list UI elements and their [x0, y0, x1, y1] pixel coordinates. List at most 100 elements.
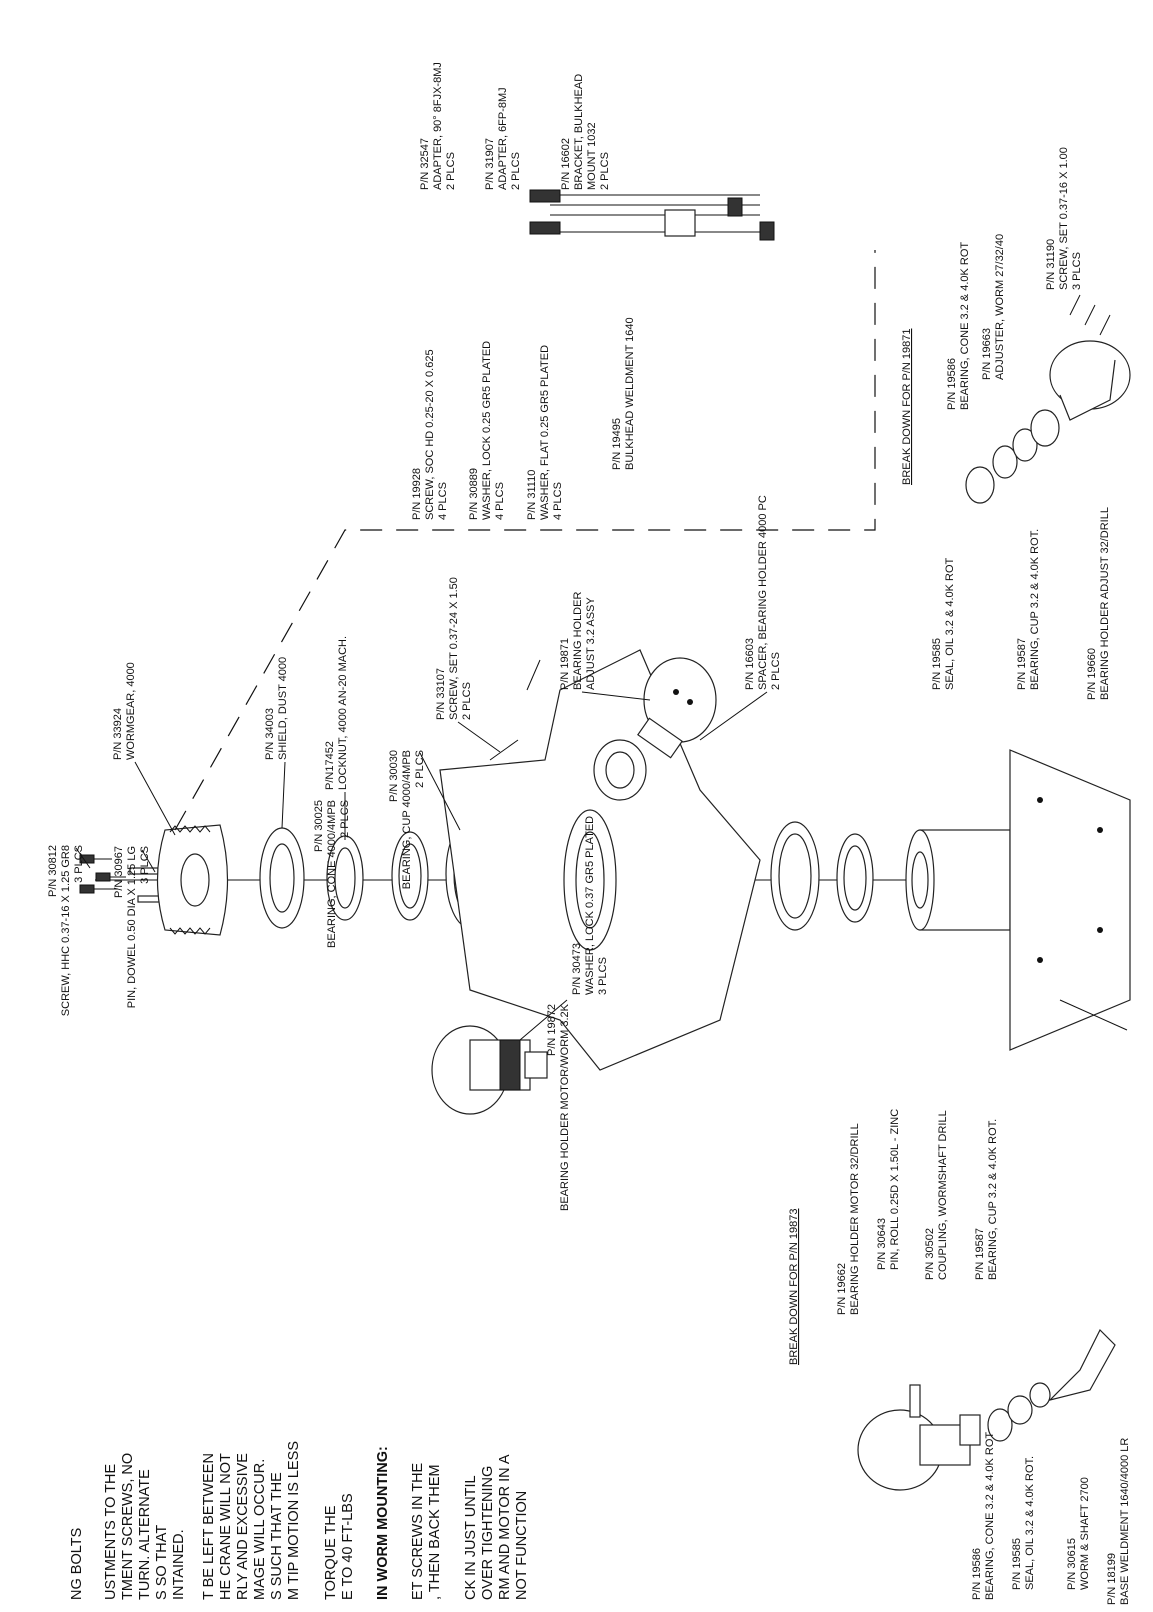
label-bh-adjust-assy: P/N 19871 BEARING HOLDER ADJUST 3.2 ASSY	[559, 592, 597, 690]
svg-text:P/N 33924: P/N 33924	[112, 708, 124, 760]
label-screw-set-100: P/N 31190 SCREW, SET 0.37-16 X 1.00 3 PL…	[1045, 147, 1083, 290]
note-line: , THEN BACK THEM	[427, 1464, 443, 1600]
svg-text:BEARING, CONE 3.2 & 4.0K ROT: BEARING, CONE 3.2 & 4.0K ROT	[959, 242, 971, 410]
notes-block: NG BOLTS USTMENTS TO THE TMENT SCREWS, N…	[69, 1441, 530, 1600]
svg-text:P/N 30502: P/N 30502	[924, 1228, 936, 1280]
label-adjuster-worm: P/N 19663 ADJUSTER, WORM 27/32/40	[981, 234, 1006, 380]
svg-text:P/N 34003: P/N 34003	[264, 708, 276, 760]
svg-text:SPACER, BEARING HOLDER 4000 PC: SPACER, BEARING HOLDER 4000 PC	[757, 495, 769, 690]
leader-lines	[75, 691, 1128, 1041]
svg-text:P/N 19587: P/N 19587	[974, 1228, 986, 1280]
svg-text:3 PLCS: 3 PLCS	[597, 957, 609, 995]
note-line: USTMENTS TO THE	[103, 1464, 119, 1600]
note-line: TMENT SCREWS, NO	[120, 1453, 136, 1600]
svg-text:BEARING, CONE 4000/4MPB: BEARING, CONE 4000/4MPB	[326, 800, 338, 948]
label-locknut: P/N17452 LOCKNUT, 4000 AN-20 MACH.	[324, 636, 349, 790]
label-screw-soc-hd: P/N 19928 SCREW, SOC HD 0.25-20 X 0.625 …	[411, 349, 449, 520]
note-line: TORQUE THE	[323, 1505, 339, 1600]
svg-text:P/N 33107: P/N 33107	[435, 668, 447, 720]
svg-text:LOCKNUT, 4000 AN-20 MACH.: LOCKNUT, 4000 AN-20 MACH.	[337, 636, 349, 790]
label-wormgear: P/N 33924 WORMGEAR, 4000	[112, 662, 137, 760]
svg-text:4 PLCS: 4 PLCS	[552, 482, 564, 520]
svg-text:2 PLCS: 2 PLCS	[445, 152, 457, 190]
label-base-weldment: P/N 18199 BASE WELDMENT 1640/4000 LR	[1106, 1438, 1131, 1605]
label-spacer: P/N 16603 SPACER, BEARING HOLDER 4000 PC…	[744, 495, 782, 690]
svg-text:P/N 16603: P/N 16603	[744, 638, 756, 690]
svg-text:BEARING HOLDER MOTOR/WORM 3.2K: BEARING HOLDER MOTOR/WORM 3.2K	[559, 1003, 571, 1211]
svg-text:2 PLCS: 2 PLCS	[770, 652, 782, 690]
svg-text:2 PLCS: 2 PLCS	[461, 682, 473, 720]
svg-text:SCREW, SOC HD 0.25-20 X 0.625: SCREW, SOC HD 0.25-20 X 0.625	[424, 349, 436, 520]
svg-text:SCREW, SET 0.37-24 X 1.50: SCREW, SET 0.37-24 X 1.50	[448, 577, 460, 720]
svg-text:ADAPTER, 6FP-8MJ: ADAPTER, 6FP-8MJ	[497, 87, 509, 190]
label-bracket-bulkhead: P/N 16602 BRACKET, BULKHEAD MOUNT 1032 2…	[560, 74, 611, 190]
svg-text:P/N 16602: P/N 16602	[560, 138, 572, 190]
svg-text:BEARING HOLDER MOTOR 32/DRILL: BEARING HOLDER MOTOR 32/DRILL	[849, 1123, 861, 1315]
svg-text:P/N 19495: P/N 19495	[611, 418, 623, 470]
svg-text:P/N 30030: P/N 30030	[388, 750, 400, 802]
svg-text:ADJUST 3.2 ASSY: ADJUST 3.2 ASSY	[585, 597, 597, 690]
breakdown-19873-title: BREAK DOWN FOR P/N 19873	[788, 1209, 800, 1366]
svg-text:P/N 18199: P/N 18199	[1106, 1553, 1118, 1605]
svg-text:SHIELD, DUST 4000: SHIELD, DUST 4000	[277, 657, 289, 760]
bulkhead-assembly	[529, 189, 775, 241]
note-line: NG BOLTS	[69, 1528, 85, 1600]
label-bh-motor-worm: P/N 19872 BEARING HOLDER MOTOR/WORM 3.2K	[546, 1003, 571, 1211]
note-line: NOT FUNCTION	[514, 1491, 530, 1600]
svg-text:2 PLCS: 2 PLCS	[414, 750, 426, 788]
note-line: HE CRANE WILL NOT	[218, 1453, 234, 1600]
svg-text:PIN, ROLL 0.25D X 1.50L - ZINC: PIN, ROLL 0.25D X 1.50L - ZINC	[889, 1109, 901, 1270]
svg-text:P/N 31907: P/N 31907	[484, 138, 496, 190]
svg-text:4 PLCS: 4 PLCS	[494, 482, 506, 520]
note-line: T BE LEFT BETWEEN	[201, 1453, 217, 1600]
svg-text:BEARING, CUP 3.2 & 4.0K ROT.: BEARING, CUP 3.2 & 4.0K ROT.	[987, 1119, 999, 1280]
svg-text:P/N 19587: P/N 19587	[1016, 638, 1028, 690]
svg-text:BEARING HOLDER: BEARING HOLDER	[572, 592, 584, 690]
label-pin-roll: P/N 30643 PIN, ROLL 0.25D X 1.50L - ZINC	[876, 1109, 901, 1270]
label-washer-flat-025: P/N 31110 WASHER, FLAT 0.25 GR5 PLATED 4…	[526, 345, 564, 520]
label-pin-dowel: P/N 30967 PIN, DOWEL 0.50 DIA X 1.25 LG …	[113, 846, 151, 1008]
note-line: S SO THAT	[154, 1525, 170, 1600]
base-weldment	[905, 749, 1131, 1051]
svg-text:P/N 19662: P/N 19662	[836, 1263, 848, 1315]
note-line: MAGE WILL OCCUR.	[252, 1459, 268, 1600]
svg-text:SEAL, OIL 3.2 & 4.0K ROT.: SEAL, OIL 3.2 & 4.0K ROT.	[1024, 1456, 1036, 1590]
note-line: RM AND MOTOR IN A	[497, 1454, 513, 1600]
svg-text:SEAL, OIL 3.2 & 4.0K ROT: SEAL, OIL 3.2 & 4.0K ROT	[944, 557, 956, 690]
note-line: TURN. ALTERNATE	[137, 1469, 153, 1600]
svg-text:2 PLCS: 2 PLCS	[599, 152, 611, 190]
svg-text:4 PLCS: 4 PLCS	[437, 482, 449, 520]
note-heading: IN WORM MOUNTING:	[375, 1446, 391, 1600]
svg-text:P/N 19928: P/N 19928	[411, 468, 423, 520]
svg-text:P/N 19871: P/N 19871	[559, 638, 571, 690]
svg-text:BEARING HOLDER ADJUST 32/DRILL: BEARING HOLDER ADJUST 32/DRILL	[1099, 507, 1111, 700]
svg-text:SCREW, SET 0.37-16 X 1.00: SCREW, SET 0.37-16 X 1.00	[1058, 147, 1070, 290]
label-seal-oil-b: P/N 19585 SEAL, OIL 3.2 & 4.0K ROT.	[1011, 1456, 1036, 1590]
svg-text:P/N17452: P/N17452	[324, 741, 336, 790]
svg-text:WASHER, LOCK 0.25 GR5 PLATED: WASHER, LOCK 0.25 GR5 PLATED	[481, 341, 493, 520]
note-line: E TO 40 FT-LBS	[340, 1493, 356, 1600]
svg-text:MOUNT 1032: MOUNT 1032	[586, 122, 598, 190]
svg-text:P/N 30025: P/N 30025	[313, 800, 325, 852]
svg-text:PIN, DOWEL 0.50 DIA X 1.25 LG: PIN, DOWEL 0.50 DIA X 1.25 LG	[126, 846, 138, 1008]
breakdown-19873	[857, 1328, 1116, 1491]
svg-text:BEARING, CONE 3.2 & 4.0K ROT: BEARING, CONE 3.2 & 4.0K ROT	[984, 1432, 996, 1600]
note-line: S SUCH THAT THE	[269, 1472, 285, 1600]
svg-text:P/N 31110: P/N 31110	[526, 470, 538, 520]
svg-text:BULKHEAD WELDMENT 1640: BULKHEAD WELDMENT 1640	[624, 317, 636, 470]
svg-text:P/N 30643: P/N 30643	[876, 1218, 888, 1270]
svg-text:3 PLCS: 3 PLCS	[139, 846, 151, 884]
svg-text:P/N 31190: P/N 31190	[1045, 239, 1057, 290]
svg-text:COUPLING, WORMSHAFT DRILL: COUPLING, WORMSHAFT DRILL	[937, 1110, 949, 1280]
label-adapter-90: P/N 32547 ADAPTER, 90° 8FJX-8MJ 2 PLCS	[419, 62, 457, 190]
bearing-holder-adjust	[637, 657, 717, 759]
svg-text:P/N 19586: P/N 19586	[971, 1548, 983, 1600]
svg-text:P/N 30889: P/N 30889	[468, 468, 480, 520]
svg-text:2 PLCS: 2 PLCS	[510, 152, 522, 190]
svg-text:P/N 30967: P/N 30967	[113, 846, 125, 898]
breakdown-19871-title: BREAK DOWN FOR P/N 19871	[901, 329, 913, 486]
label-worm-shaft: P/N 30615 WORM & SHAFT 2700	[1066, 1477, 1091, 1590]
note-line: RLY AND EXCESSIVE	[235, 1453, 251, 1600]
note-line: INTAINED.	[171, 1529, 187, 1600]
